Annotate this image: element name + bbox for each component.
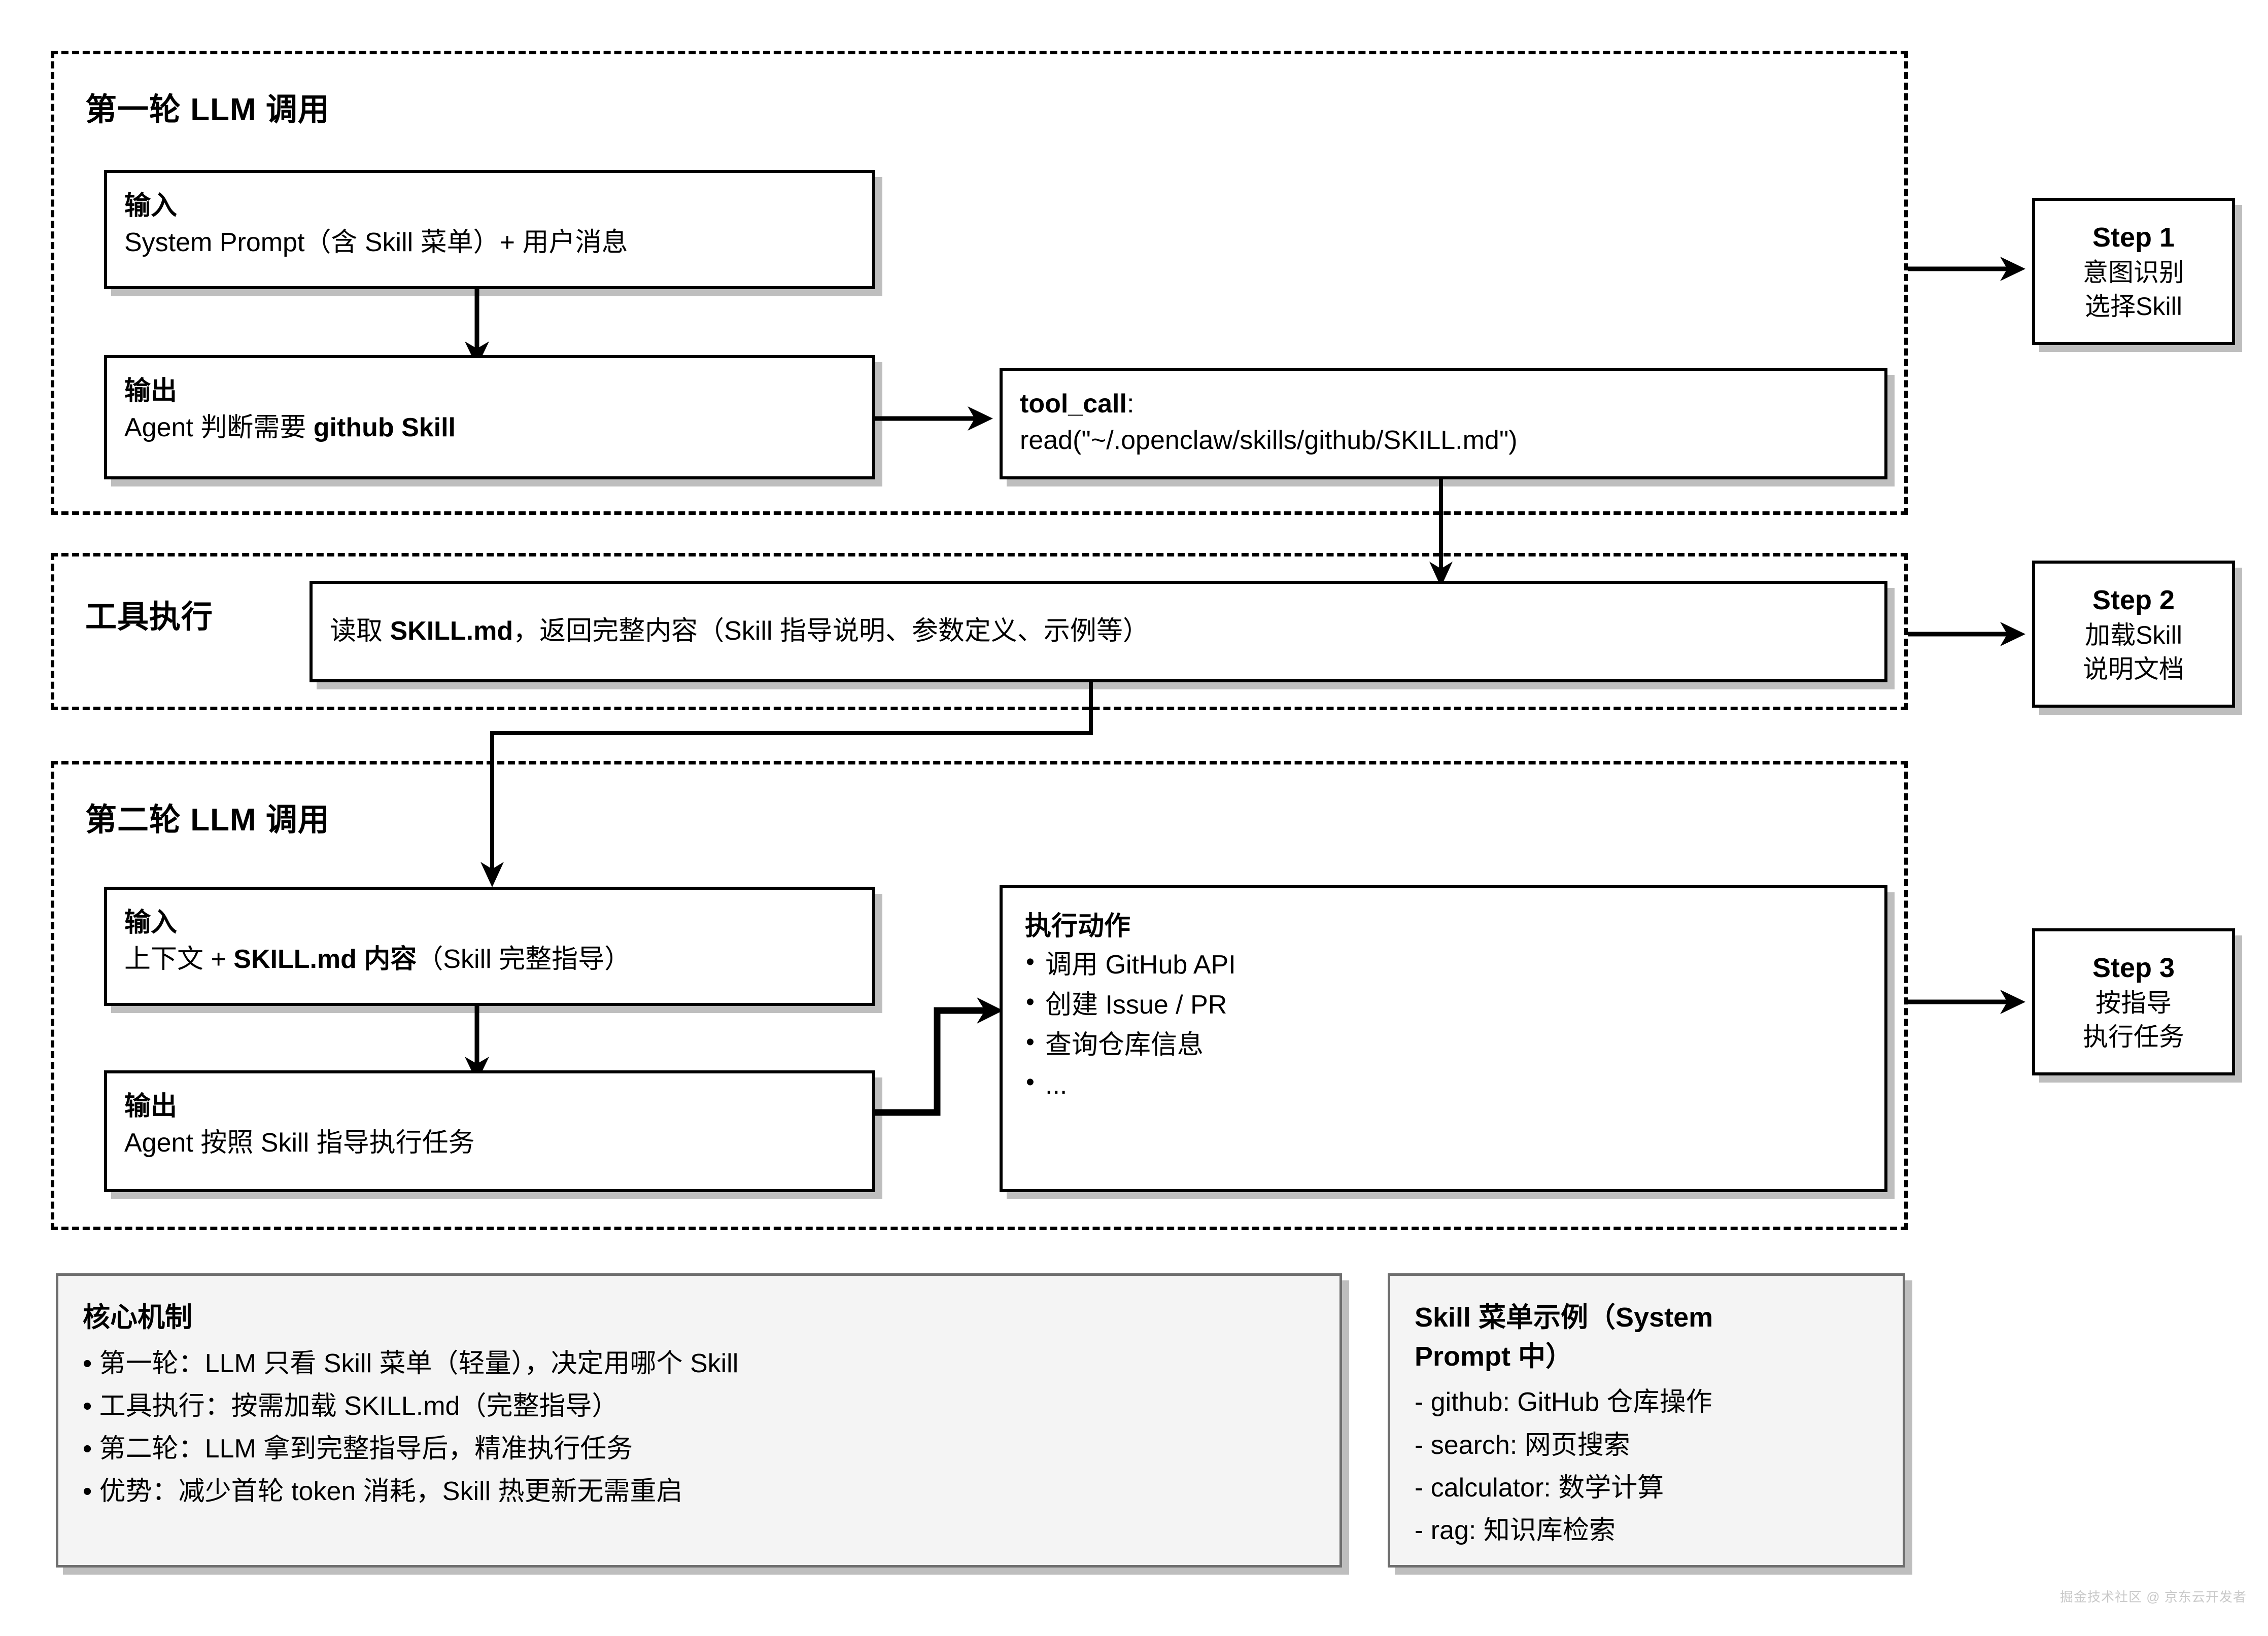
actions-title: 执行动作 [1025, 912, 1131, 941]
step-1-line-1: 意图识别 [2083, 258, 2184, 287]
round1-output-node: 输出 Agent 判断需要 github Skill [104, 355, 875, 479]
step-1-title: Step 1 [2092, 222, 2175, 253]
round2-input-text-bold: SKILL.md 内容 [233, 944, 417, 974]
connector-round1-to-step1 [1908, 257, 2025, 281]
step-3-box: Step 3 按指导 执行任务 [2032, 928, 2235, 1075]
skill-menu-item: - github: GitHub 仓库操作 [1415, 1387, 1712, 1417]
core-mechanism-item: • 第二轮：LLM 拿到完整指导后，精准执行任务 [83, 1434, 633, 1464]
core-mechanism-item: • 第一轮：LLM 只看 Skill 菜单（轻量），决定用哪个 Skill [83, 1348, 739, 1378]
round1-input-text: System Prompt（含 Skill 菜单）+ 用户消息 [124, 227, 628, 257]
step-2-line-1: 加载Skill [2085, 621, 2182, 650]
round2-input-text: 上下文 + SKILL.md 内容（Skill 完整指导） [124, 942, 855, 978]
skill-menu-item: - rag: 知识库检索 [1415, 1516, 1616, 1546]
skill-menu-item: - calculator: 数学计算 [1415, 1473, 1664, 1503]
group-tool-exec [51, 553, 1908, 710]
skill-menu-title: Skill 菜单示例（System Prompt 中） [1415, 1298, 1878, 1376]
actions-list-item: 查询仓库信息 [1025, 1024, 1862, 1065]
step-1-line-2: 选择Skill [2085, 292, 2182, 321]
connector-toolexec-to-step2 [1908, 622, 2025, 646]
step-2-line-2: 说明文档 [2083, 655, 2184, 684]
tool-exec-text-suffix: ，返回完整内容（Skill 指导说明、参数定义、示例等） [513, 616, 1149, 646]
round1-output-text-prefix: Agent 判断需要 [124, 412, 314, 442]
core-mechanism-title: 核心机制 [83, 1302, 192, 1333]
actions-node: 执行动作 调用 GitHub API 创建 Issue / PR 查询仓库信息 … [1000, 885, 1887, 1192]
connector-toolexec-to-round2-input [480, 682, 1093, 887]
tool-call-label: tool_call: [1020, 389, 1135, 419]
round2-input-label: 输入 [124, 908, 178, 937]
core-mechanism-item: • 工具执行：按需加载 SKILL.md（完整指导） [83, 1391, 618, 1421]
group-round1 [51, 51, 1908, 515]
round2-output-text: Agent 按照 Skill 指导执行任务 [124, 1128, 475, 1158]
step-2-title: Step 2 [2092, 584, 2175, 615]
round1-input-node: 输入 System Prompt（含 Skill 菜单）+ 用户消息 [104, 170, 875, 289]
step-3-title: Step 3 [2092, 952, 2175, 983]
group-round2 [51, 761, 1908, 1230]
step-3-line-2: 执行任务 [2083, 1023, 2184, 1052]
watermark-text: 掘金技术社区 @ 京东云开发者 [2060, 1589, 2247, 1605]
round1-output-text-bold: github Skill [313, 412, 456, 442]
skill-menu-item: - search: 网页搜索 [1415, 1430, 1630, 1460]
round2-input-text-prefix: 上下文 + [124, 944, 234, 974]
round1-output-label: 输出 [124, 376, 178, 406]
round2-output-node: 输出 Agent 按照 Skill 指导执行任务 [104, 1070, 875, 1192]
tool-exec-node: 读取 SKILL.md，返回完整内容（Skill 指导说明、参数定义、示例等） [310, 581, 1887, 682]
actions-list-item: 创建 Issue / PR [1025, 984, 1862, 1025]
skill-menu-title-line1: Skill 菜单示例（System [1415, 1302, 1713, 1333]
tool-call-expression: read("~/.openclaw/skills/github/SKILL.md… [1020, 425, 1518, 455]
actions-list: 调用 GitHub API 创建 Issue / PR 查询仓库信息 ... [1025, 944, 1862, 1105]
round2-output-label: 输出 [124, 1092, 178, 1121]
group-tool-exec-title: 工具执行 [85, 600, 214, 635]
connector-round2-input-to-output [465, 1004, 489, 1082]
group-round1-title: 第一轮 LLM 调用 [85, 92, 330, 127]
round2-input-node: 输入 上下文 + SKILL.md 内容（Skill 完整指导） [104, 887, 875, 1006]
core-mechanism-panel: 核心机制 • 第一轮：LLM 只看 Skill 菜单（轻量），决定用哪个 Ski… [56, 1273, 1342, 1568]
skill-menu-list: - github: GitHub 仓库操作 - search: 网页搜索 - c… [1415, 1381, 1878, 1552]
connector-round2-output-to-actions [875, 997, 1003, 1116]
round1-output-text: Agent 判断需要 github Skill [124, 410, 855, 446]
step-3-line-1: 按指导 [2095, 989, 2172, 1018]
step-1-box: Step 1 意图识别 选择Skill [2032, 198, 2235, 345]
core-mechanism-list: • 第一轮：LLM 只看 Skill 菜单（轻量），决定用哪个 Skill • … [83, 1342, 1315, 1513]
tool-call-node: tool_call: read("~/.openclaw/skills/gith… [1000, 368, 1887, 479]
round1-input-label: 输入 [124, 191, 178, 221]
step-2-box: Step 2 加载Skill 说明文档 [2032, 561, 2235, 708]
group-round2-title: 第二轮 LLM 调用 [85, 803, 330, 838]
connector-round1-input-to-output [465, 287, 489, 367]
connector-output-to-toolcall [875, 406, 993, 431]
tool-exec-text: 读取 SKILL.md，返回完整内容（Skill 指导说明、参数定义、示例等） [330, 613, 1867, 650]
connector-round2-to-step3 [1908, 990, 2025, 1014]
actions-list-item: ... [1025, 1064, 1862, 1105]
core-mechanism-item: • 优势：减少首轮 token 消耗，Skill 热更新无需重启 [83, 1477, 683, 1507]
skill-menu-panel: Skill 菜单示例（System Prompt 中） - github: Gi… [1388, 1273, 1905, 1568]
actions-list-item: 调用 GitHub API [1025, 944, 1862, 985]
tool-exec-text-bold: SKILL.md [390, 616, 513, 646]
tool-exec-text-prefix: 读取 [330, 616, 390, 646]
skill-menu-title-line2: Prompt 中） [1415, 1341, 1573, 1372]
round2-input-text-suffix: （Skill 完整指导） [417, 944, 631, 974]
